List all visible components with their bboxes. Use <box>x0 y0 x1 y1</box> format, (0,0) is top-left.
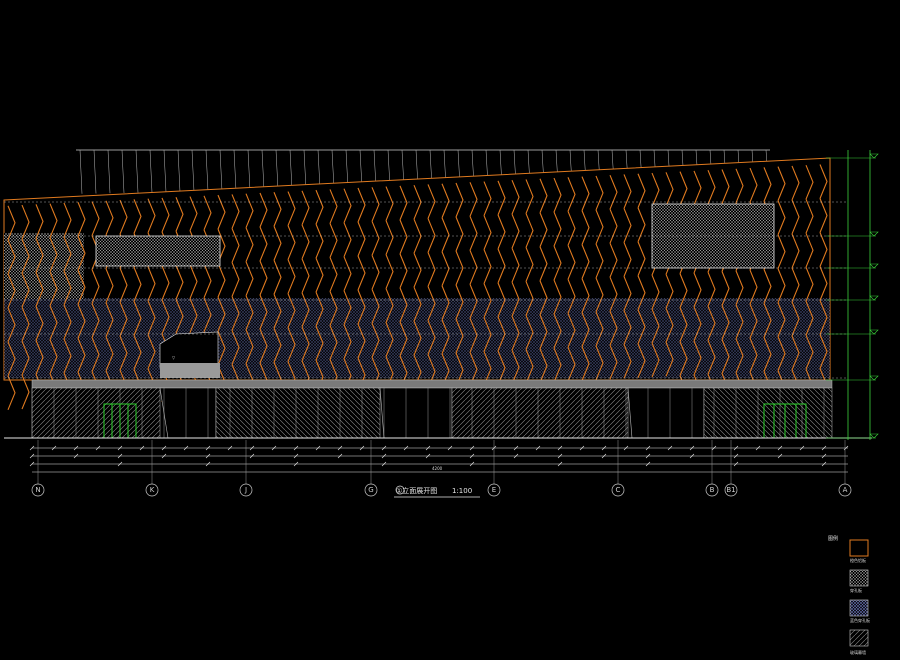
grid-axis-label: C <box>616 486 621 494</box>
gray-mesh-block-left <box>4 233 84 299</box>
right-dimension-column <box>826 150 879 440</box>
overall-dimension: 4200 <box>432 466 443 471</box>
grid-axis-bubble-c: C <box>611 483 625 497</box>
facade-chevron-panel: ▽ <box>3 157 831 411</box>
grid-axis-bubble-e: E <box>487 483 501 497</box>
drawing-scale: 1:100 <box>452 487 472 495</box>
window-band-left <box>95 235 221 267</box>
grid-axis-bubble-b: B <box>705 483 719 497</box>
curtain-wall-mullions <box>31 388 825 438</box>
ground-floor-storefront <box>31 379 833 439</box>
entrance-canopy <box>160 363 220 378</box>
grid-axis-bubble-a: A <box>838 483 852 497</box>
drawing-title-block: ①立面展开图 1:100 <box>394 485 480 498</box>
legend-swatch-hatch <box>849 629 869 647</box>
dimension-strings: 4200 <box>29 445 849 473</box>
grid-axis-bubble-g: G <box>364 483 378 497</box>
grid-axis-bubble-j: J <box>239 483 253 497</box>
legend-label-4: 玻璃幕墙 <box>850 649 866 655</box>
grid-axis-label: K <box>150 486 155 494</box>
legend: 图例 橙色铝板 穿孔板 蓝色穿孔板 玻璃幕墙 <box>828 535 870 655</box>
grid-axis-label: E <box>492 486 496 494</box>
grid-axis-label: B1 <box>726 486 735 494</box>
grid-axes: N K J G E C B B1 A <box>31 440 852 497</box>
grid-axis-bubble-k: K <box>145 483 159 497</box>
floor-level-lines <box>4 201 848 379</box>
legend-swatch-mesh <box>849 569 869 587</box>
grid-axis-bubble-b1: B1 <box>724 483 738 497</box>
grid-axis-label: N <box>35 486 40 494</box>
grid-axis-label: B <box>710 486 715 494</box>
legend-label-3: 蓝色穿孔板 <box>850 617 870 623</box>
legend-swatch-orange <box>849 539 869 557</box>
svg-text:▽: ▽ <box>172 355 176 360</box>
grid-axis-bubble-n: N <box>31 483 45 497</box>
grid-axis-label: G <box>368 486 373 494</box>
grid-axis-label: J <box>244 486 247 494</box>
grid-axis-label: A <box>843 486 848 494</box>
legend-swatch-blue <box>849 599 869 617</box>
legend-label-1: 橙色铝板 <box>850 557 866 563</box>
drawing-title: ①立面展开图 <box>396 486 437 495</box>
legend-heading: 图例 <box>828 535 838 542</box>
blue-mesh-band <box>4 298 830 378</box>
legend-label-2: 穿孔板 <box>850 587 862 593</box>
